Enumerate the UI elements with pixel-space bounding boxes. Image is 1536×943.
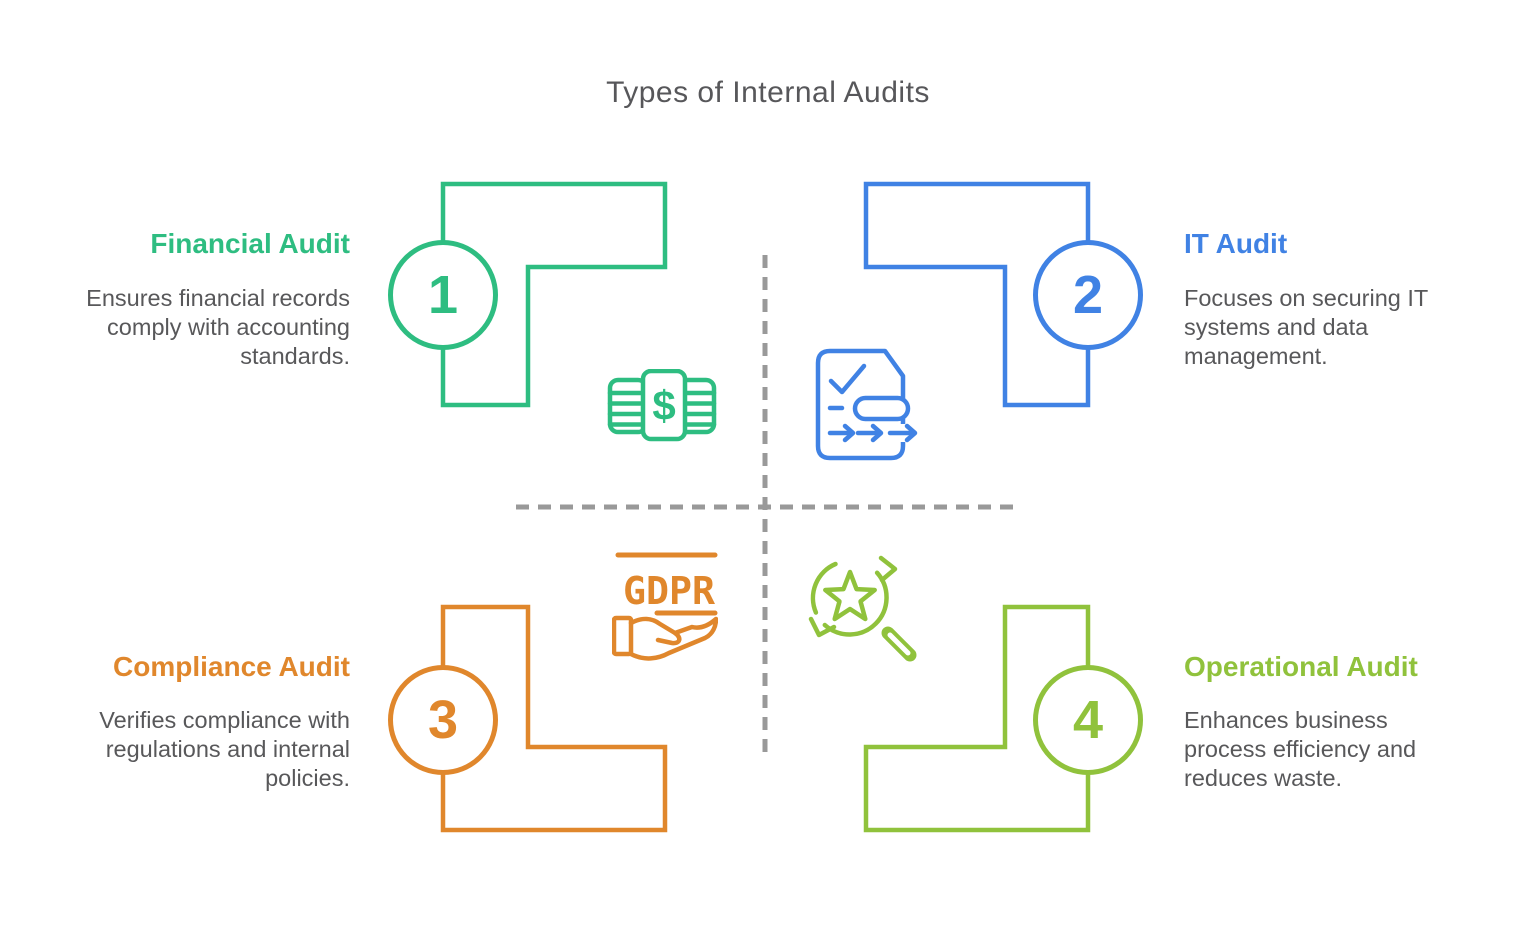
compliance-audit-description: Verifies compliance with regulations and…: [99, 707, 350, 791]
number-3: 3: [427, 690, 459, 750]
number-2: 2: [1072, 265, 1104, 325]
financial-audit-description: Ensures financial records comply with ac…: [86, 285, 350, 369]
number-badge-3: 3: [388, 665, 498, 775]
money-stack-icon: $: [607, 369, 717, 442]
number-4: 4: [1072, 690, 1104, 750]
number-1: 1: [427, 265, 459, 325]
it-audit-description: Focuses on securing IT systems and data …: [1184, 285, 1429, 369]
gdpr-label: GDPR: [623, 569, 715, 613]
number-badge-4: 4: [1033, 665, 1143, 775]
compliance-audit-title: Compliance Audit: [113, 651, 350, 682]
l-connector-it: [863, 181, 1091, 408]
number-badge-1: 1: [388, 240, 498, 350]
financial-audit-title: Financial Audit: [150, 228, 350, 259]
audit-checklist-document-icon: [815, 348, 918, 461]
gdpr-hand-icon: GDPR: [612, 552, 718, 661]
l-connector-compliance: [440, 604, 668, 833]
operational-audit-description: Enhances business process efficiency and…: [1184, 707, 1417, 791]
it-audit-title: IT Audit: [1184, 228, 1288, 259]
l-connector-financial: [440, 181, 668, 408]
page-title: Types of Internal Audits: [606, 76, 930, 109]
star-magnifier-refresh-icon: [808, 555, 917, 662]
operational-audit-title: Operational Audit: [1184, 651, 1418, 682]
number-badge-2: 2: [1033, 240, 1143, 350]
dollar-sign: $: [652, 382, 675, 429]
l-connector-operational: [863, 604, 1091, 833]
